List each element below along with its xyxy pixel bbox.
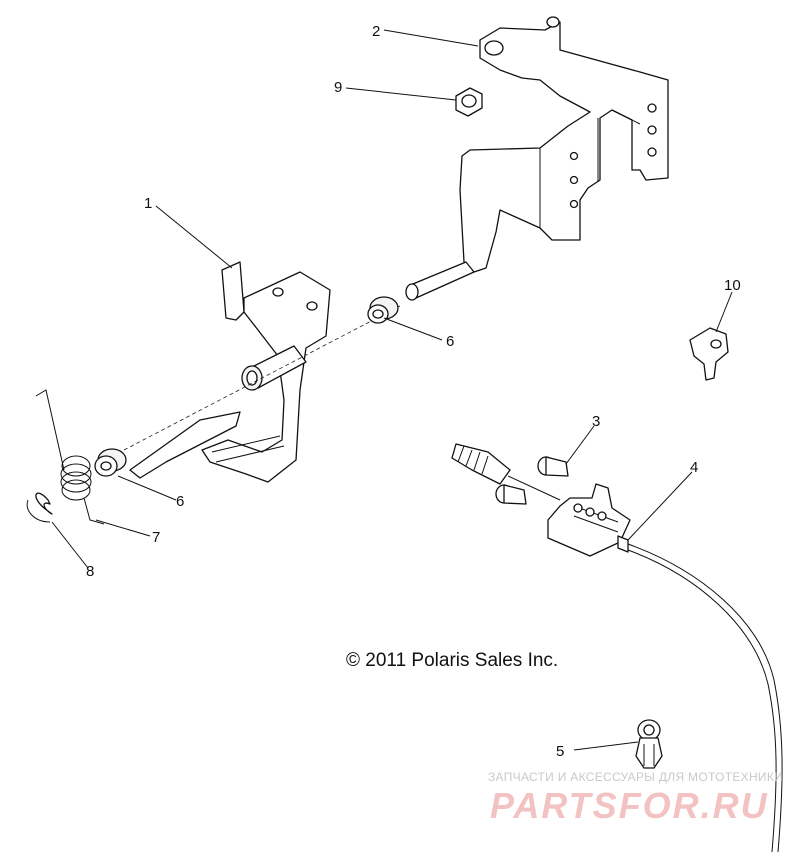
callout-1: 1 (144, 195, 152, 212)
part-10-cable-end (689, 327, 729, 381)
callout-3: 3 (592, 413, 600, 430)
copyright-notice: © 2011 Polaris Sales Inc. (346, 650, 559, 671)
part-9-flange-nut (455, 87, 483, 117)
part-8-e-clip (26, 492, 53, 523)
callout-9: 9 (334, 79, 342, 96)
callout-6-upper: 6 (446, 333, 454, 350)
part-5-push-clip (635, 719, 663, 769)
part-2-mounting-bracket (405, 16, 669, 301)
callout-5: 5 (556, 743, 564, 760)
part-6-bushing-upper (367, 296, 399, 324)
alignment-line (123, 305, 401, 451)
callout-7: 7 (152, 529, 160, 546)
part-6-bushing-lower (94, 448, 127, 477)
callout-4: 4 (690, 459, 698, 476)
watermark-tagline: ЗАПЧАСТИ И АКСЕССУАРЫ ДЛЯ МОТОТЕХНИКИ (488, 770, 784, 784)
part-1-pedal-lever (129, 261, 331, 483)
callout-2: 2 (372, 23, 380, 40)
callout-10: 10 (724, 277, 741, 294)
part-7-torsion-spring (35, 389, 105, 525)
watermark-logo: PARTSFOR.RU (490, 785, 769, 826)
part-3-clevis-pins (495, 456, 569, 505)
part-4-cable-assembly (451, 443, 783, 853)
leader-lines (51, 29, 733, 751)
callout-6-lower: 6 (176, 493, 184, 510)
callout-8: 8 (86, 563, 94, 580)
